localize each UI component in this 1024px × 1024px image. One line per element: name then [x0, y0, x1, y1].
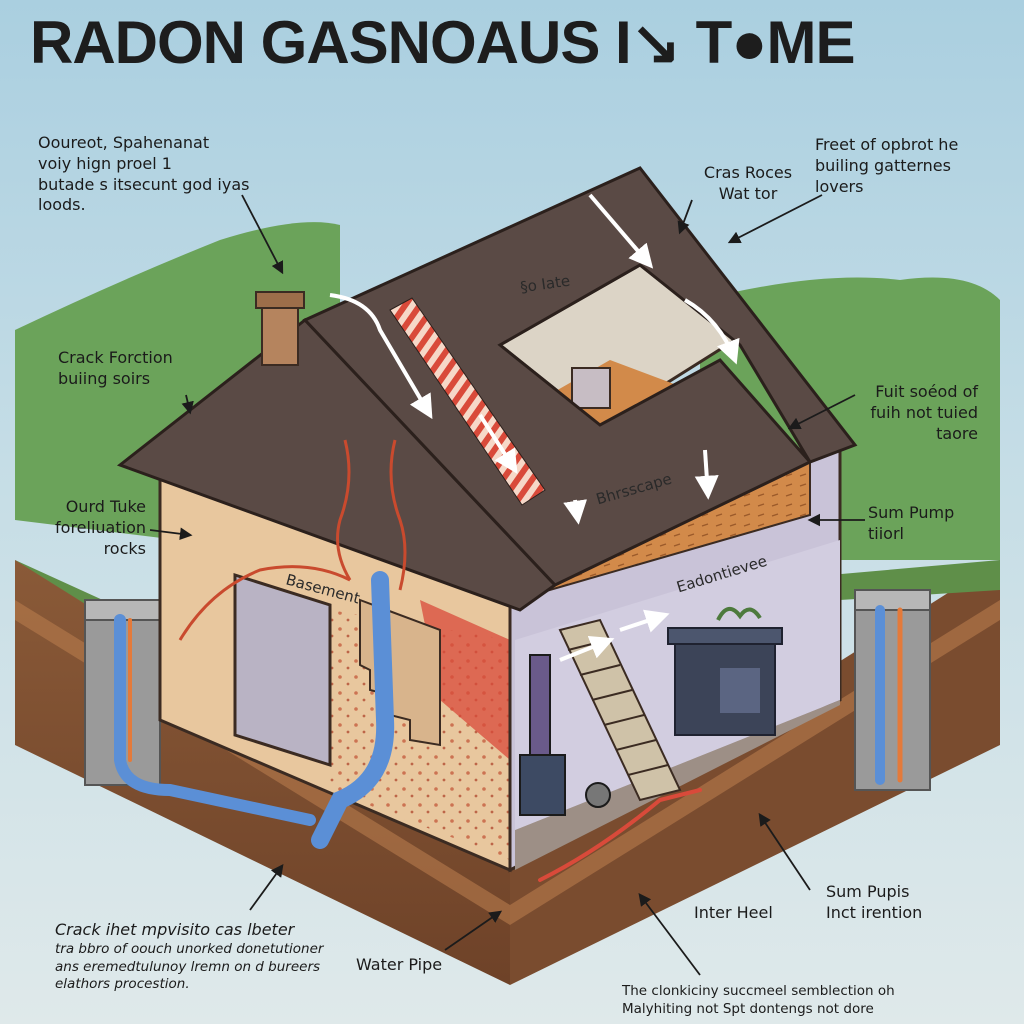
- airflow-arrows: [329, 193, 740, 662]
- label-top-left: Ooureot, Spahenanat voiy hign proel 1 bu…: [38, 133, 250, 215]
- label-crack-bottom-body: tra bbro of oouch unorked donetutioner a…: [55, 941, 324, 993]
- label-outd-tuke: Ourd Tuke foreliuation rocks: [55, 497, 146, 558]
- label-crack-bottom-heading: Crack ihet mpvisito cas lbeter: [55, 920, 295, 939]
- label-sum-pump: Sum Pump tiiorl: [868, 503, 955, 543]
- basement-doorway: [233, 572, 332, 768]
- label-water-pipe: Water Pipe: [356, 955, 443, 974]
- basement-cabinet: [667, 607, 783, 736]
- sump-pump-unit: [519, 654, 611, 816]
- foundation-block-right: [854, 589, 931, 791]
- label-top-right: Freet of opbrot he builing gatternes lov…: [815, 135, 959, 196]
- label-pointers: [149, 194, 865, 976]
- radon-red-wall: [420, 600, 510, 760]
- chimney: [255, 291, 305, 366]
- label-sum-pupis: Sum Pupis Inct irention: [826, 882, 923, 922]
- label-bottom-note: The clonkiciny succmeel semblection oh M…: [622, 983, 895, 1017]
- label-crack-formation: Crack Forction buiing soirs: [58, 348, 173, 388]
- label-inter-heel: Inter Heel: [694, 903, 773, 922]
- water-pipes: [114, 571, 903, 882]
- label-fuit: Fuit soéod of fuih not tuied taore: [870, 382, 978, 443]
- attic-bucket: [571, 367, 611, 409]
- radon-veins: [178, 439, 407, 641]
- label-gas-roces: Cras Roces Wat tor: [703, 163, 793, 203]
- diagram-title: RADON GASNOAUS I↘ T●ME: [30, 9, 856, 76]
